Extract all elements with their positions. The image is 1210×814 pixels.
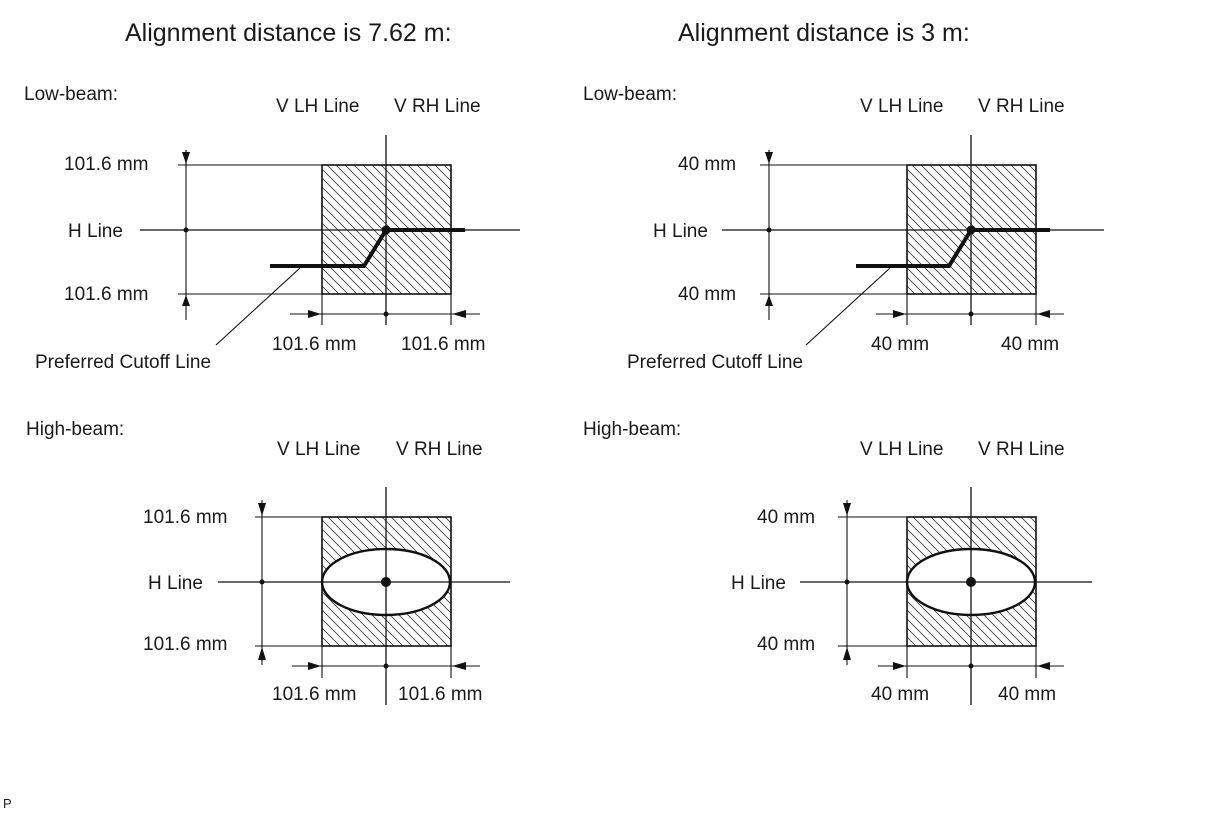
left-high-hline-label: H Line	[148, 573, 203, 594]
left-panel-title: Alignment distance is 7.62 m:	[125, 19, 452, 47]
right-high-beam-diagram: High-beam: V LH Line V RH Line 40 mm H L…	[583, 419, 1092, 705]
left-high-right-dim: 101.6 mm	[398, 684, 482, 705]
left-high-vrh-label: V RH Line	[396, 439, 483, 460]
right-low-cutoff-label: Preferred Cutoff Line	[627, 352, 803, 373]
left-low-vlh-label: V LH Line	[276, 96, 359, 117]
right-low-beam-diagram: Low-beam: V LH Line V RH Line 40 mm H Li…	[583, 84, 1104, 373]
left-low-right-dim: 101.6 mm	[401, 334, 485, 355]
footer-mark: P	[3, 796, 12, 811]
right-low-left-dim: 40 mm	[871, 334, 929, 355]
right-low-hline-label: H Line	[653, 221, 708, 242]
right-low-right-dim: 40 mm	[1001, 334, 1059, 355]
right-high-beam-label: High-beam:	[583, 419, 681, 440]
right-high-lower-dim: 40 mm	[757, 634, 815, 655]
left-high-beam-label: High-beam:	[26, 419, 124, 440]
left-low-vrh-label: V RH Line	[394, 96, 481, 117]
right-low-cutoff-line	[856, 228, 1050, 268]
right-high-vrh-label: V RH Line	[978, 439, 1065, 460]
left-low-beam-label: Low-beam:	[24, 84, 118, 105]
left-low-upper-dim: 101.6 mm	[64, 154, 148, 175]
left-high-beam-diagram: High-beam: V LH Line V RH Line 101.6 mm …	[26, 419, 510, 705]
left-low-left-dim: 101.6 mm	[272, 334, 356, 355]
right-low-beam-label: Low-beam:	[583, 84, 677, 105]
left-low-beam-diagram: Low-beam: V LH Line V RH Line 101.6 mm H…	[24, 84, 520, 373]
right-high-vlh-label: V LH Line	[860, 439, 943, 460]
right-high-left-dim: 40 mm	[871, 684, 929, 705]
right-low-lower-dim: 40 mm	[678, 284, 736, 305]
left-low-cutoff-label: Preferred Cutoff Line	[35, 352, 211, 373]
left-high-left-dim: 101.6 mm	[272, 684, 356, 705]
right-panel-title: Alignment distance is 3 m:	[678, 19, 970, 47]
left-low-hline-label: H Line	[68, 221, 123, 242]
left-low-cutoff-line	[270, 228, 465, 268]
left-high-lower-dim: 101.6 mm	[143, 634, 227, 655]
right-high-right-dim: 40 mm	[998, 684, 1056, 705]
right-high-hline-label: H Line	[731, 573, 786, 594]
right-low-vlh-label: V LH Line	[860, 96, 943, 117]
right-high-upper-dim: 40 mm	[757, 507, 815, 528]
left-high-upper-dim: 101.6 mm	[143, 507, 227, 528]
right-low-vrh-label: V RH Line	[978, 96, 1065, 117]
left-high-vlh-label: V LH Line	[277, 439, 360, 460]
left-low-lower-dim: 101.6 mm	[64, 284, 148, 305]
right-low-upper-dim: 40 mm	[678, 154, 736, 175]
